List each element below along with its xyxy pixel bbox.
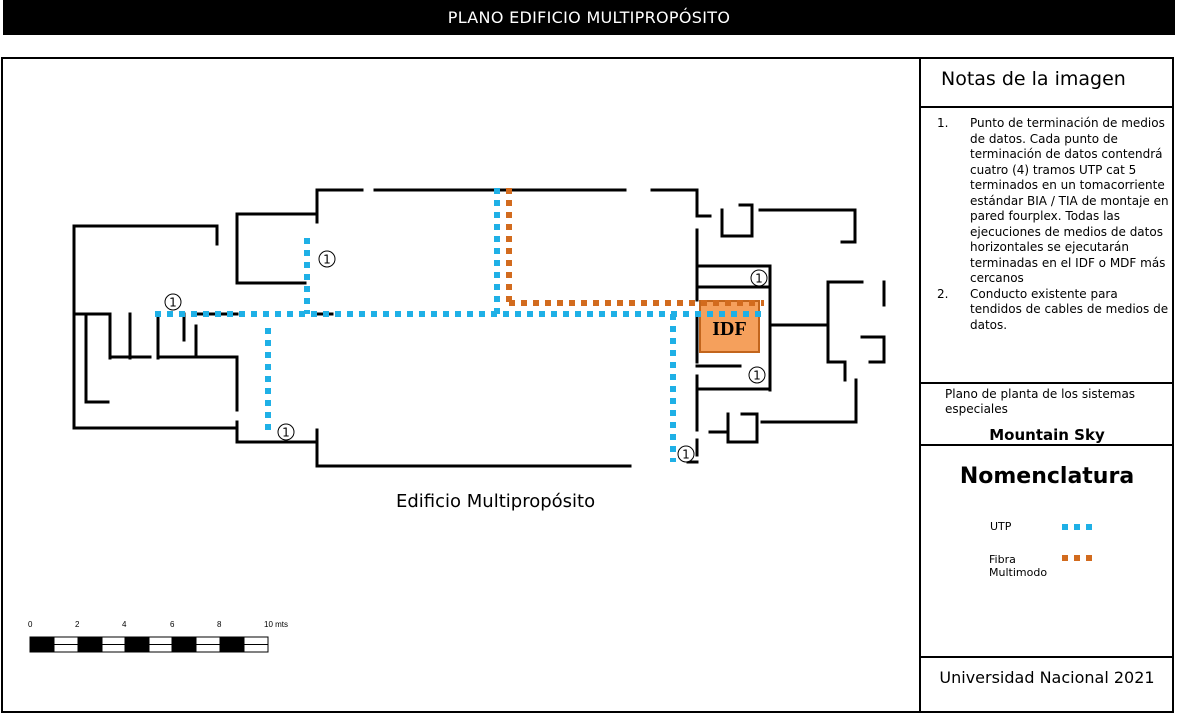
svg-text:1: 1 — [755, 272, 763, 286]
plan-description: Plano de planta de los sistemas especial… — [945, 387, 1136, 416]
footer-institution: Universidad Nacional 2021 — [939, 668, 1155, 687]
sheet-frame — [1, 57, 1174, 713]
idf-room: IDF — [699, 300, 760, 353]
scale-label: 2 — [75, 620, 80, 629]
legend-title: Nomenclatura — [959, 464, 1135, 489]
building-walls — [72, 188, 886, 468]
note-item: 2. Conducto existente para tendidos de c… — [931, 287, 1171, 334]
idf-label: IDF — [712, 318, 746, 340]
legend-label-fiber: Fibra Multimodo — [989, 553, 1048, 579]
note-text: Punto de terminación de medios de datos.… — [970, 116, 1169, 285]
notes-list: 1. Punto de terminación de medios de dat… — [931, 116, 1171, 333]
scale-label: 4 — [122, 620, 127, 629]
plan-title: PLANO EDIFICIO MULTIPROPÓSITO — [447, 8, 731, 27]
svg-text:1: 1 — [282, 426, 290, 440]
utp-cable-runs — [155, 188, 765, 462]
scale-label: 0 — [28, 620, 33, 629]
svg-text:1: 1 — [682, 448, 690, 462]
termination-markers: 1 1 1 1 1 1 — [164, 250, 768, 463]
termination-marker: 1 — [750, 269, 768, 287]
termination-marker: 1 — [164, 293, 182, 311]
scale-label: 10 mts — [264, 620, 289, 629]
scale-label: 6 — [170, 620, 175, 629]
legend-swatches — [1062, 524, 1094, 561]
building-caption: Edificio Multipropósito — [396, 491, 596, 512]
scale-bar — [29, 636, 269, 653]
termination-marker: 1 — [748, 366, 766, 384]
termination-marker: 1 — [277, 423, 295, 441]
scale-label: 8 — [217, 620, 222, 629]
legend-label-utp: UTP — [990, 520, 1012, 533]
svg-text:1: 1 — [753, 369, 761, 383]
notes-title: Notas de la imagen — [941, 68, 1126, 90]
project-name: Mountain Sky — [989, 426, 1105, 444]
note-item: 1. Punto de terminación de medios de dat… — [931, 116, 1171, 287]
svg-text:1: 1 — [169, 296, 177, 310]
svg-text:1: 1 — [323, 253, 331, 267]
termination-marker: 1 — [318, 250, 336, 268]
note-text: Conducto existente para tendidos de cabl… — [970, 286, 1169, 332]
note-number: 1. — [937, 116, 949, 130]
title-bar: PLANO EDIFICIO MULTIPROPÓSITO — [3, 0, 1175, 35]
note-number: 2. — [937, 286, 949, 301]
termination-marker: 1 — [677, 445, 695, 463]
